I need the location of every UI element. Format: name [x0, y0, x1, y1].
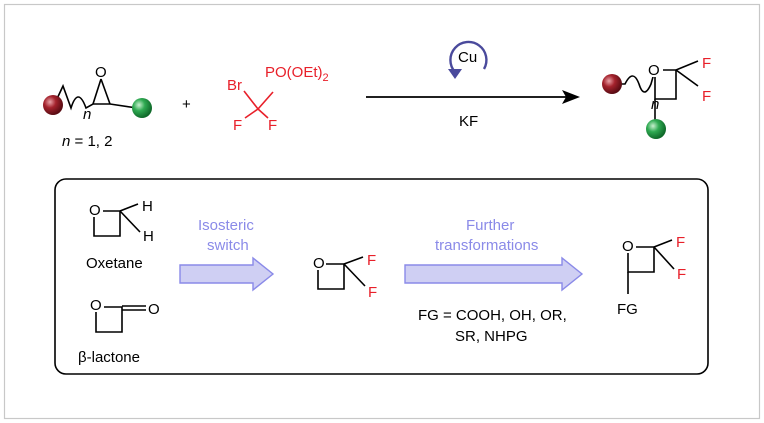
product-fluorine-bottom: F — [702, 88, 711, 105]
isostere-panel — [54, 178, 709, 375]
reagent-fluorine-left: F — [233, 117, 242, 134]
green-substituent-ball — [132, 98, 152, 118]
reagent-fluorine-right: F — [268, 117, 277, 134]
copper-catalytic-cycle-icon: Cu — [448, 40, 488, 79]
product-difluorooxetane: O F F n — [602, 55, 711, 139]
additive-label: KF — [459, 113, 478, 130]
difluorooxetane-oxygen-label: O — [313, 255, 325, 272]
further-transformations-label-line2: transformations — [435, 237, 538, 254]
epoxide-oxygen-label: O — [95, 64, 107, 81]
difluoro-reagent: Br PO(OEt)2 F F — [227, 64, 329, 134]
oxetane-label: Oxetane — [86, 255, 143, 272]
final-fluorine-top: F — [676, 234, 685, 251]
lactone-ring-oxygen-label: O — [90, 297, 102, 314]
isosteric-switch-arrow — [179, 256, 275, 292]
lactone-carbonyl-oxygen-label: O — [148, 301, 160, 318]
reaction-arrow — [366, 90, 580, 104]
further-transformations-arrow — [404, 256, 584, 292]
oxetane-h-top: H — [142, 198, 153, 215]
product-n-subscript: n — [651, 96, 659, 113]
plus-sign: + — [182, 96, 191, 113]
functional-group-list-line1: FG = COOH, OH, OR, — [418, 307, 567, 324]
product-green-ball — [646, 119, 666, 139]
oxetane-structure: O H H — [87, 198, 154, 245]
isosteric-switch-label-line1: Isosteric — [198, 217, 254, 234]
oxetane-oxygen-label: O — [89, 202, 101, 219]
final-fluorine-bottom: F — [677, 266, 686, 283]
bromine-label: Br — [227, 77, 242, 94]
product-fluorine-top: F — [702, 55, 711, 72]
starting-epoxide: O n — [43, 64, 152, 123]
epoxide-n-subscript: n — [83, 106, 91, 123]
beta-lactone-structure: O O — [88, 297, 160, 333]
catalyst-label: Cu — [458, 49, 477, 66]
difluorooxetane-fluorine-top: F — [367, 252, 376, 269]
final-oxygen-label: O — [622, 238, 634, 255]
final-fg-label: FG — [617, 301, 638, 318]
functional-group-list-line2: SR, NHPG — [455, 328, 528, 345]
product-maroon-ball — [602, 74, 622, 94]
maroon-substituent-ball — [43, 95, 63, 115]
product-oxygen-label: O — [648, 62, 660, 79]
phosphonate-label: PO(OEt)2 — [265, 64, 329, 84]
further-transformations-label-line1: Further — [466, 217, 514, 234]
isosteric-switch-label-line2: switch — [207, 237, 249, 254]
n-values-label: n = 1, 2 — [62, 133, 112, 150]
beta-lactone-label: β-lactone — [78, 349, 140, 366]
oxetane-h-bottom: H — [143, 228, 154, 245]
difluorooxetane-fluorine-bottom: F — [368, 284, 377, 301]
functionalized-difluorooxetane-structure: O F F FG — [617, 234, 686, 318]
difluorooxetane-structure: O F F — [310, 252, 377, 301]
